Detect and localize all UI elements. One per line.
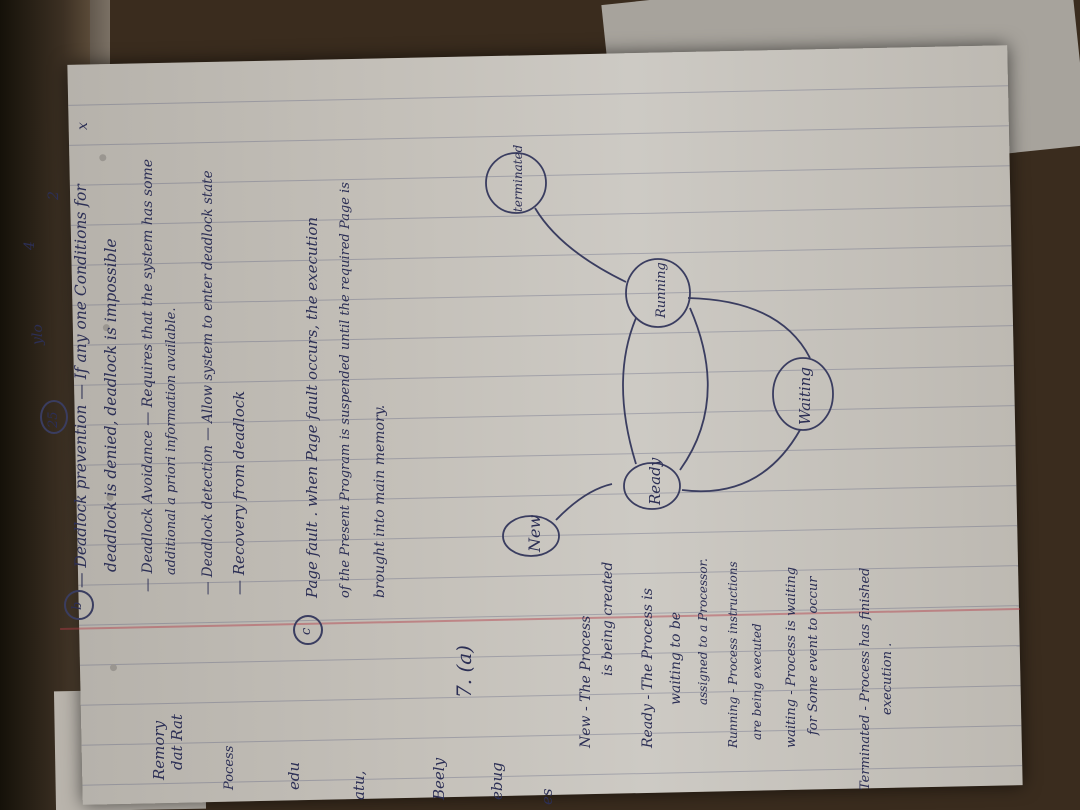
state-waiting-circle — [772, 357, 834, 431]
definition-line: Terminated - Process has finished — [858, 567, 873, 791]
state-ready-circle — [623, 462, 681, 510]
page-number-circle — [40, 400, 68, 434]
definition-line: are being executed — [750, 623, 764, 740]
state-waiting-label: Waiting — [796, 367, 814, 425]
definition-line: is being created — [600, 561, 616, 676]
definition-line: Ready - The Process is — [640, 588, 656, 748]
marker-circle-b — [64, 590, 94, 620]
definition-line: waiting - Process is waiting — [784, 566, 799, 748]
definition-line: for Some event to occur — [806, 576, 821, 736]
arrow-ready-running — [622, 317, 637, 465]
arrow-running-ready — [679, 307, 709, 471]
arrow-new-ready — [555, 483, 613, 521]
arrow-running-waiting — [687, 297, 811, 359]
state-terminated-circle — [485, 152, 547, 214]
state-running-label: Running — [654, 262, 669, 319]
definition-line: execution . — [880, 642, 895, 715]
state-new-circle — [502, 515, 560, 557]
state-terminated-label: terminated — [511, 144, 525, 212]
definition-line: assigned to a Processor. — [696, 558, 710, 705]
state-ready-label: Ready — [646, 457, 664, 506]
state-new-label: New — [525, 515, 544, 553]
state-running-circle — [625, 258, 691, 328]
definition-line: waiting to be — [668, 611, 684, 705]
definition-line: New - The Process — [578, 615, 594, 748]
definition-line: Running - Process instructions — [726, 561, 740, 748]
arrow-running-terminated — [534, 207, 627, 283]
marker-circle-c — [293, 615, 323, 645]
arrow-waiting-ready — [681, 429, 801, 493]
